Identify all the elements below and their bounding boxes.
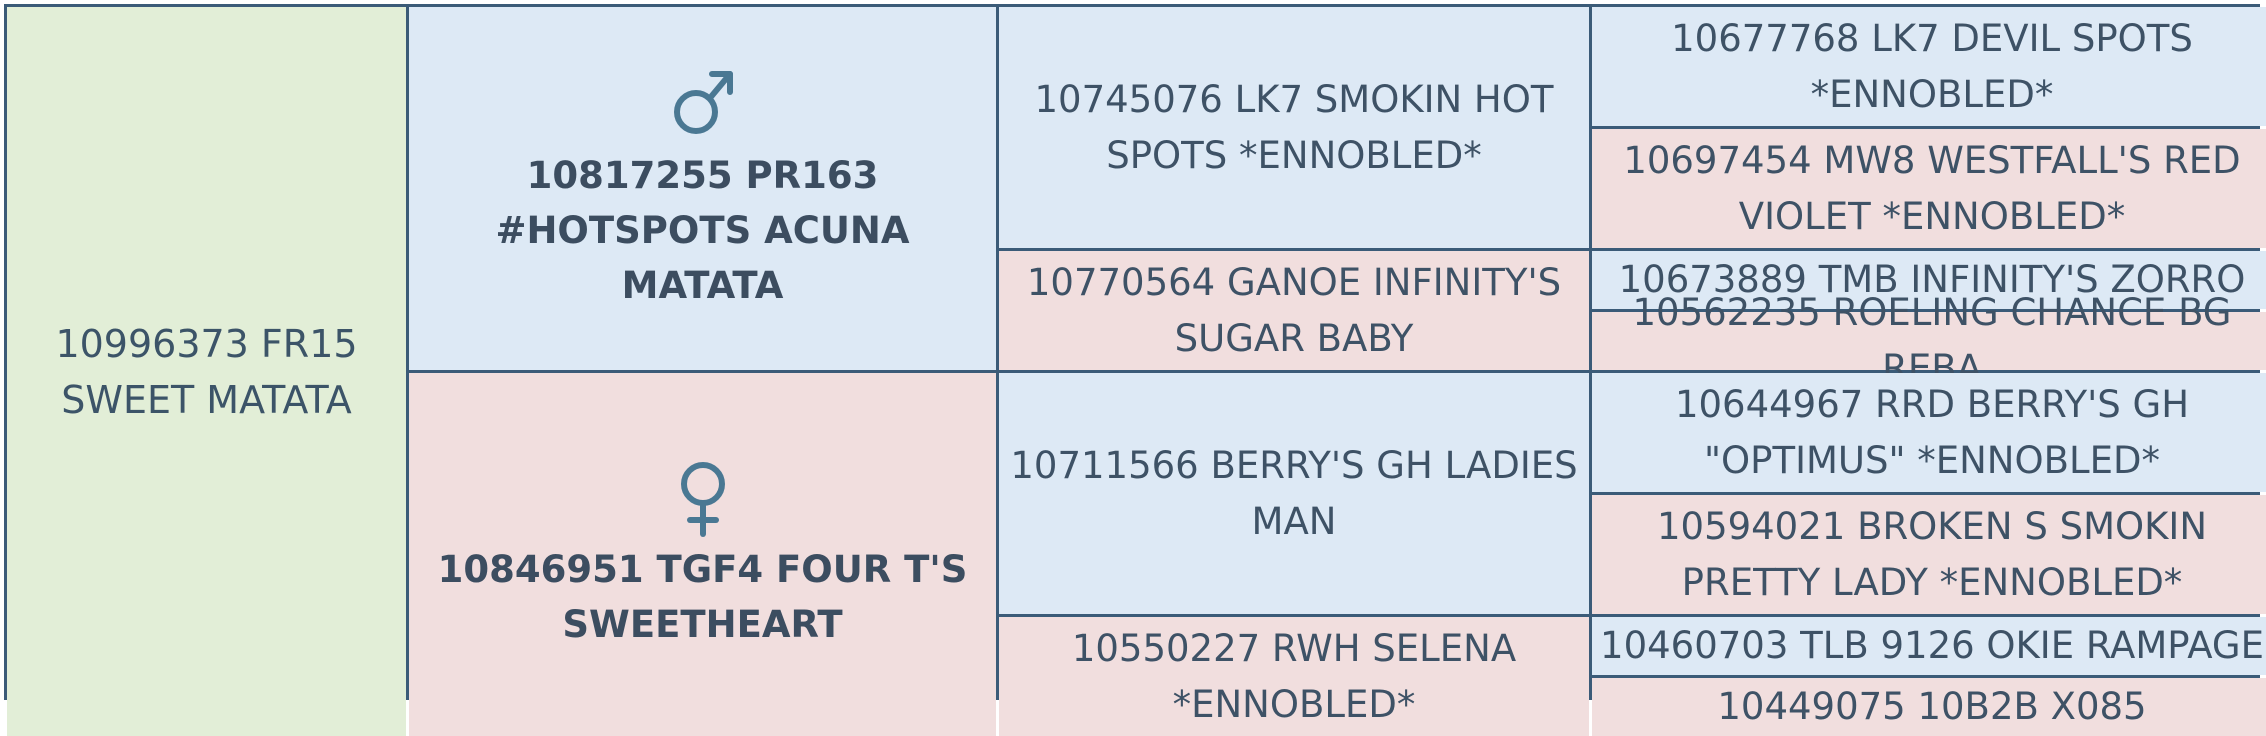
dam-name: 10846951 TGF4 FOUR T'S SWEETHEART bbox=[437, 547, 968, 646]
sire-sire-sire-cell: 10677768 LK7 DEVIL SPOTS *ENNOBLED* bbox=[1592, 7, 2266, 126]
sire-dam-dam-cell: 10562235 ROELING CHANCE BG REBA bbox=[1592, 291, 2266, 390]
dam-sire-cell: 10711566 BERRY'S GH LADIES MAN bbox=[999, 373, 1589, 614]
sire-sire-dam-name: 10697454 MW8 WESTFALL'S RED VIOLET *ENNO… bbox=[1623, 138, 2241, 238]
dam-dam-dam-cell: 10449075 10B2B X085 bbox=[1592, 678, 2266, 736]
dam-dam-dam-name: 10449075 10B2B X085 bbox=[1717, 685, 2147, 728]
sire-cell: 10817255 PR163 #HOTSPOTS ACUNA MATATA bbox=[409, 7, 996, 370]
sire-sire-dam-cell: 10697454 MW8 WESTFALL'S RED VIOLET *ENNO… bbox=[1592, 129, 2266, 248]
dam-dam-sire-name: 10460703 TLB 9126 OKIE RAMPAGE bbox=[1600, 624, 2264, 667]
dam-sire-sire-cell: 10644967 RRD BERRY'S GH "OPTIMUS" *ENNOB… bbox=[1592, 373, 2266, 492]
subject-cell: 10996373 FR15 SWEET MATATA bbox=[7, 7, 406, 736]
dam-sire-name: 10711566 BERRY'S GH LADIES MAN bbox=[1010, 443, 1578, 543]
female-icon bbox=[668, 458, 738, 538]
sire-dam-dam-name: 10562235 ROELING CHANCE BG REBA bbox=[1632, 291, 2232, 390]
dam-dam-sire-cell: 10460703 TLB 9126 OKIE RAMPAGE bbox=[1592, 617, 2266, 675]
sire-sire-name: 10745076 LK7 SMOKIN HOT SPOTS *ENNOBLED* bbox=[1034, 77, 1554, 177]
dam-sire-dam-name: 10594021 BROKEN S SMOKIN PRETTY LADY *EN… bbox=[1656, 504, 2207, 604]
sire-sire-sire-name: 10677768 LK7 DEVIL SPOTS *ENNOBLED* bbox=[1671, 16, 2193, 116]
dam-sire-sire-name: 10644967 RRD BERRY'S GH "OPTIMUS" *ENNOB… bbox=[1674, 382, 2190, 482]
sire-dam-name: 10770564 GANOE INFINITY'S SUGAR BABY bbox=[1026, 260, 1562, 360]
pedigree-chart: 10996373 FR15 SWEET MATATA 10817255 PR16… bbox=[4, 4, 2266, 736]
sire-name: 10817255 PR163 #HOTSPOTS ACUNA MATATA bbox=[495, 154, 910, 307]
dam-dam-cell: 10550227 RWH SELENA *ENNOBLED* bbox=[999, 617, 1589, 736]
dam-dam-name: 10550227 RWH SELENA *ENNOBLED* bbox=[1071, 626, 1517, 726]
subject-name: 10996373 FR15 SWEET MATATA bbox=[55, 321, 358, 422]
sire-dam-sire-name: 10673889 TMB INFINITY'S ZORRO bbox=[1618, 258, 2246, 301]
male-icon bbox=[668, 64, 738, 144]
dam-cell: 10846951 TGF4 FOUR T'S SWEETHEART bbox=[409, 373, 996, 736]
dam-sire-dam-cell: 10594021 BROKEN S SMOKIN PRETTY LADY *EN… bbox=[1592, 495, 2266, 614]
sire-dam-sire-cell: 10673889 TMB INFINITY'S ZORRO bbox=[1592, 251, 2266, 309]
sire-sire-cell: 10745076 LK7 SMOKIN HOT SPOTS *ENNOBLED* bbox=[999, 7, 1589, 248]
sire-dam-cell: 10770564 GANOE INFINITY'S SUGAR BABY bbox=[999, 251, 1589, 370]
